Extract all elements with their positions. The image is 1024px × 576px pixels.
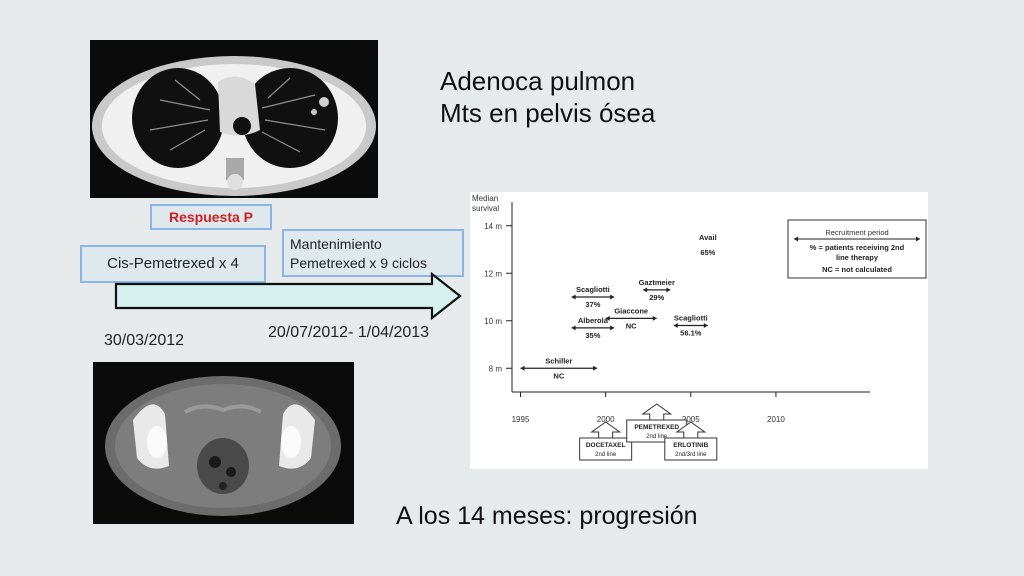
legend-line2: line therapy xyxy=(836,253,879,262)
study-value-label: 37% xyxy=(585,300,600,309)
legend-title: Recruitment period xyxy=(825,228,888,237)
maintenance-dates: 20/07/2012- 1/04/2013 xyxy=(268,324,430,341)
study-name-label: Scagliotti xyxy=(576,285,610,294)
study-bar-arrowhead-right xyxy=(652,315,657,321)
y-axis-label-line1: Median xyxy=(472,194,498,203)
response-label: Respuesta P xyxy=(150,204,272,230)
study-bar-arrowhead-left xyxy=(605,315,610,321)
drug-line-label: 2nd/3rd line xyxy=(675,452,707,458)
study-bar-arrowhead-left xyxy=(520,365,525,371)
y-tick-label: 8 m xyxy=(489,364,503,373)
study-name-label: Alberola xyxy=(578,316,609,325)
study-bar-arrowhead-left xyxy=(643,287,648,293)
study-bar-arrowhead-left xyxy=(571,325,576,331)
study-bar-arrowhead-right xyxy=(703,323,708,328)
maintenance-box: Mantenimiento Pemetrexed x 9 ciclos xyxy=(282,229,464,277)
study-value-label: 56.1% xyxy=(680,329,702,338)
timeline-arrow xyxy=(114,272,462,320)
bottom-caption: A los 14 meses: progresión xyxy=(396,502,698,530)
drug-name-label: PEMETREXED xyxy=(634,424,679,431)
legend-line3: NC = not calculated xyxy=(822,265,892,274)
study-value-label: NC xyxy=(626,321,637,330)
drug-name-label: ERLOTINIB xyxy=(673,442,708,449)
slide-title-line1: Adenoca pulmon xyxy=(440,66,636,96)
induction-box: Cis-Pemetrexed x 4 xyxy=(80,245,266,283)
x-tick-label: 2000 xyxy=(597,415,615,424)
study-name-label: Gaztmeier xyxy=(639,278,675,287)
study-bar-arrowhead-right xyxy=(610,294,615,300)
maintenance-line1: Mantenimiento xyxy=(290,236,382,252)
study-bar-arrowhead-left xyxy=(571,294,576,300)
x-tick-label: 2005 xyxy=(682,415,700,424)
y-axis-label-line2: survival xyxy=(472,204,499,213)
drug-box xyxy=(664,437,718,461)
drug-line-label: 2nd line xyxy=(646,434,668,440)
drug-arrow xyxy=(641,403,673,421)
drug-name-label: DOCETAXEL xyxy=(586,442,626,449)
study-value-label: 35% xyxy=(585,331,600,340)
start-date: 30/03/2012 xyxy=(104,332,185,349)
chest-ct-image xyxy=(90,40,378,198)
study-bar-arrowhead-right xyxy=(593,365,598,371)
study-bar-arrowhead-left xyxy=(673,323,678,328)
study-bar-arrowhead-right xyxy=(666,287,671,293)
y-tick-label: 10 m xyxy=(484,317,502,326)
legend-arrowhead-right xyxy=(916,236,920,242)
study-value-label: 29% xyxy=(649,293,664,302)
study-bar-arrowhead-right xyxy=(610,325,615,331)
study-name-label: Giaccone xyxy=(614,306,648,315)
study-value-label: NC xyxy=(553,371,564,380)
study-name-label: Scagliotti xyxy=(674,314,708,323)
maintenance-line2: Pemetrexed x 9 ciclos xyxy=(290,255,427,271)
y-tick-label: 14 m xyxy=(484,222,502,231)
slide-title-line2: Mts en pelvis ósea xyxy=(440,98,656,128)
legend-arrowhead-left xyxy=(794,236,798,242)
study-name-label: Schiller xyxy=(545,356,572,365)
drug-line-label: 2nd line xyxy=(595,452,617,458)
drug-box xyxy=(579,437,633,461)
legend-box xyxy=(787,219,927,279)
pelvis-ct-image xyxy=(93,362,354,524)
legend-line1: % = patients receiving 2nd xyxy=(810,243,905,252)
study-value-label: 65% xyxy=(700,248,715,257)
x-tick-label: 2010 xyxy=(767,415,785,424)
drug-arrow xyxy=(590,421,622,439)
x-tick-label: 1995 xyxy=(512,415,530,424)
y-tick-label: 12 m xyxy=(484,269,502,278)
study-name-label: Avail xyxy=(699,233,717,242)
